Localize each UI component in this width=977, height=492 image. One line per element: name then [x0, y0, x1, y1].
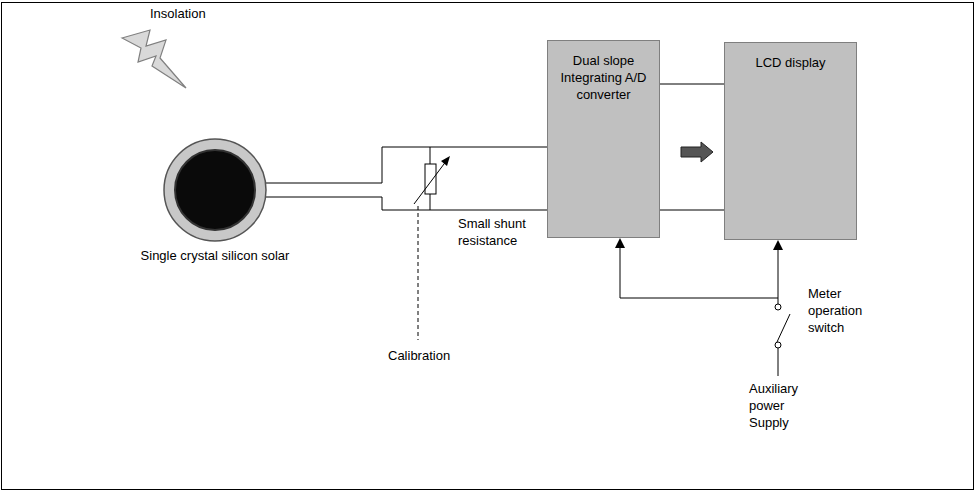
- switch-contact: [775, 342, 781, 348]
- annotation-label: Insolation: [150, 6, 206, 23]
- switch-blade: [777, 314, 790, 342]
- variable-arrow: [414, 160, 447, 204]
- block-arrow: [681, 142, 713, 162]
- annotation-label: Auxiliary power Supply: [749, 381, 815, 432]
- switch-contact: [775, 304, 781, 310]
- supply-wire: [620, 246, 778, 298]
- arrow-head: [615, 238, 625, 248]
- supply-wire: [778, 348, 779, 376]
- lightning-symbol: [122, 30, 186, 88]
- process-box: Dual slope Integrating A/D converter: [547, 40, 660, 238]
- wire: [266, 147, 547, 183]
- solar-cell-symbol: [162, 137, 268, 243]
- annotation-label: Small shunt resistance: [458, 216, 540, 250]
- supply-wire: [778, 246, 779, 298]
- arrow-head: [441, 156, 450, 166]
- annotation-label: Calibration: [388, 348, 450, 365]
- wire: [266, 197, 547, 210]
- figure-frame: [2, 3, 974, 490]
- calibration-leader: [418, 206, 419, 340]
- resistor-symbol: [425, 164, 436, 194]
- process-box: LCD display: [724, 42, 857, 240]
- part-label: Single crystal silicon solar: [130, 248, 300, 265]
- box-label: Dual slope Integrating A/D converter: [552, 53, 655, 104]
- box-label: LCD display: [729, 55, 852, 72]
- arrow-head: [773, 240, 783, 250]
- supply-wire: [778, 298, 779, 304]
- solar-cell: Single crystal silicon solar: [130, 137, 300, 265]
- wire: [660, 84, 724, 85]
- wire: [660, 210, 724, 211]
- annotation-label: Meter operation switch: [808, 286, 880, 337]
